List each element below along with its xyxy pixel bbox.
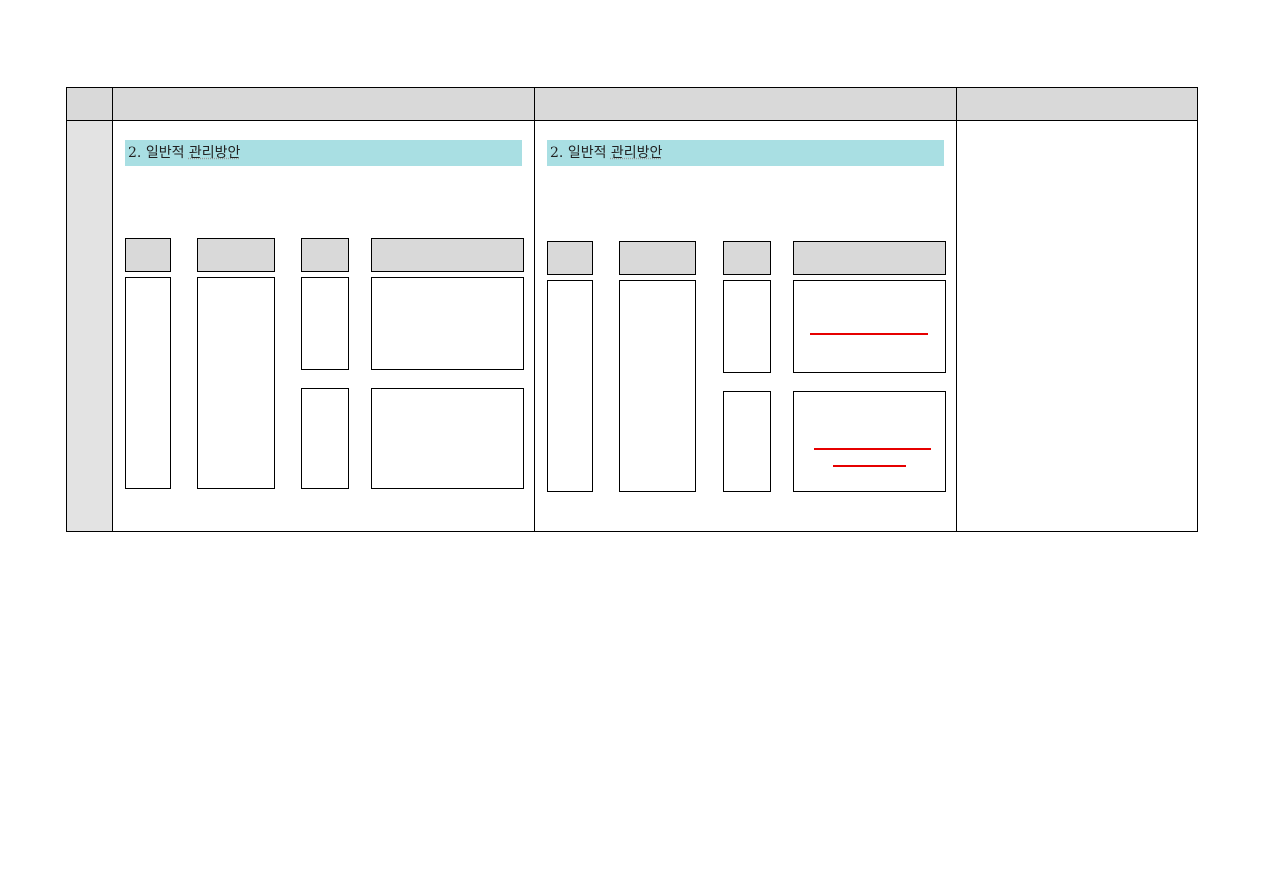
subtable-cell bbox=[301, 388, 349, 489]
subtable-header-cell bbox=[547, 241, 593, 275]
subtable-cell bbox=[547, 280, 593, 492]
heading-word: 관리방안 bbox=[610, 145, 663, 161]
subtable-header-cell bbox=[371, 238, 524, 272]
subtable-header-cell bbox=[793, 241, 946, 275]
subtable-cell bbox=[793, 391, 946, 492]
subtable-cell bbox=[125, 277, 171, 489]
table-column-divider-3 bbox=[956, 87, 957, 532]
heading-number: 2. bbox=[550, 145, 564, 161]
heading-word: 관리방안 bbox=[188, 145, 241, 161]
revision-underline bbox=[814, 448, 931, 450]
table-column-divider-1 bbox=[112, 87, 113, 532]
subtable-header-cell bbox=[301, 238, 349, 272]
table-border-left bbox=[66, 87, 67, 532]
revision-underline bbox=[810, 333, 928, 335]
table-border-right bbox=[1197, 87, 1198, 532]
table-header-row bbox=[66, 87, 1198, 121]
heading-word: 일반적 bbox=[145, 145, 185, 161]
subtable-header-cell bbox=[197, 238, 275, 272]
section-heading: 2. 일반적 관리방안 bbox=[125, 140, 522, 166]
subtable-header-cell bbox=[125, 238, 171, 272]
heading-word: 일반적 bbox=[567, 145, 607, 161]
table-header-divider bbox=[66, 120, 1198, 121]
subtable-cell bbox=[723, 391, 771, 492]
table-border-bottom bbox=[66, 531, 1198, 532]
table-border-top bbox=[66, 87, 1198, 88]
subtable-cell bbox=[197, 277, 275, 489]
subtable-cell bbox=[619, 280, 696, 492]
subtable-header-cell bbox=[619, 241, 696, 275]
subtable-cell bbox=[793, 280, 946, 373]
section-heading: 2. 일반적 관리방안 bbox=[547, 140, 944, 166]
subtable-cell bbox=[301, 277, 349, 370]
subtable-cell bbox=[371, 277, 524, 370]
table-index-column bbox=[66, 121, 113, 532]
revision-underline bbox=[833, 465, 906, 467]
subtable-cell bbox=[723, 280, 771, 373]
heading-number: 2. bbox=[128, 145, 142, 161]
subtable-cell bbox=[371, 388, 524, 489]
subtable-header-cell bbox=[723, 241, 771, 275]
table-column-divider-2 bbox=[534, 87, 535, 532]
